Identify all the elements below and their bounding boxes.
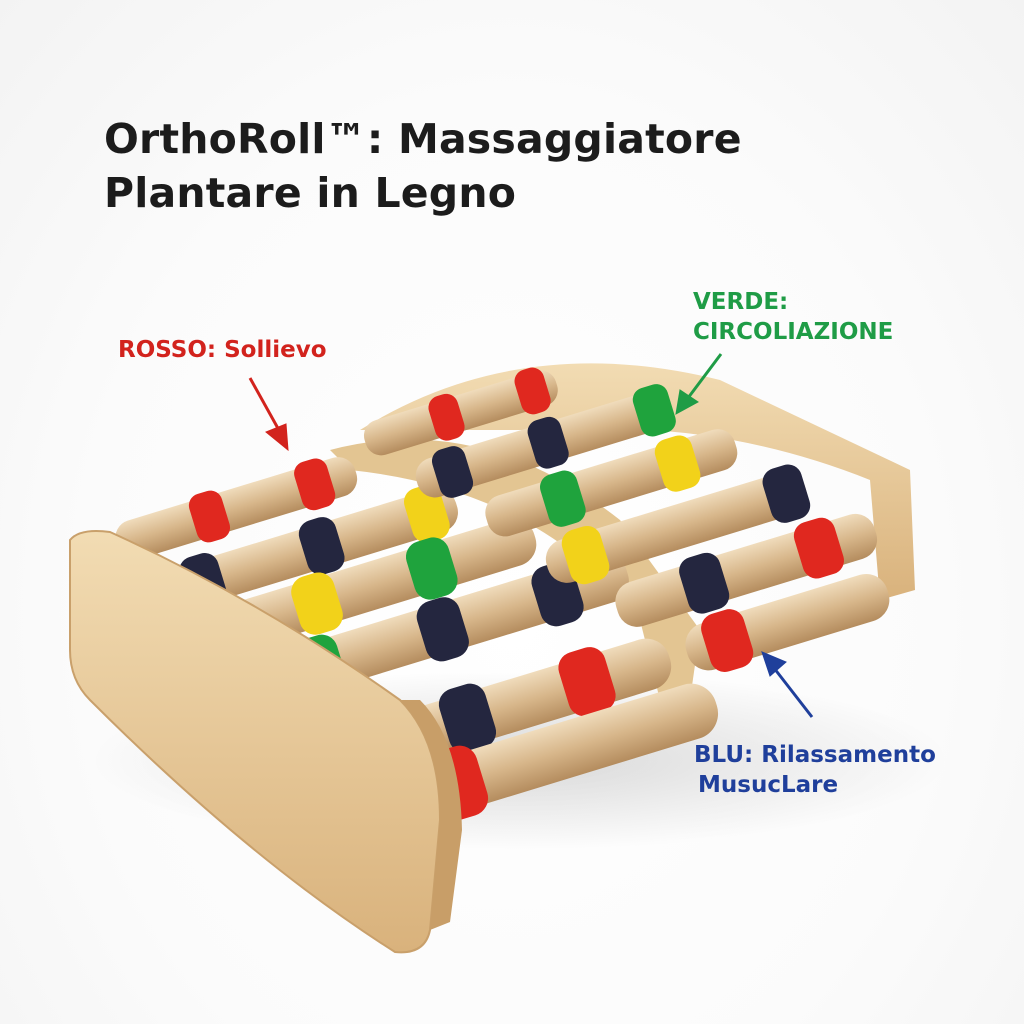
- right-rollers: [363, 367, 890, 672]
- annotation-blue: BLU: Rilassamento MusucLare: [694, 740, 936, 800]
- annotation-green-line1: VERDE:: [693, 289, 789, 315]
- annotation-blue-line2: MusucLare: [698, 772, 839, 798]
- annotation-green-line2: CIRCOLIAZIONE: [693, 319, 894, 345]
- blue-arrow: [761, 651, 814, 718]
- title-line-2: Plantare in Legno: [104, 169, 517, 217]
- annotation-red-text: ROSSO: Sollievo: [118, 337, 327, 363]
- title-line-1: OrthoRoll™: Massaggiatore: [104, 115, 742, 163]
- page-title: OrthoRoll™: Massaggiatore Plantare in Le…: [104, 112, 742, 220]
- annotation-red: ROSSO: Sollievo: [118, 335, 327, 365]
- back-frame: [360, 363, 915, 600]
- annotation-blue-line1: BLU: Rilassamento: [694, 742, 936, 768]
- red-arrow: [248, 377, 289, 452]
- green-arrow: [675, 353, 723, 415]
- annotation-green: VERDE: CIRCOLIAZIONE: [693, 287, 893, 347]
